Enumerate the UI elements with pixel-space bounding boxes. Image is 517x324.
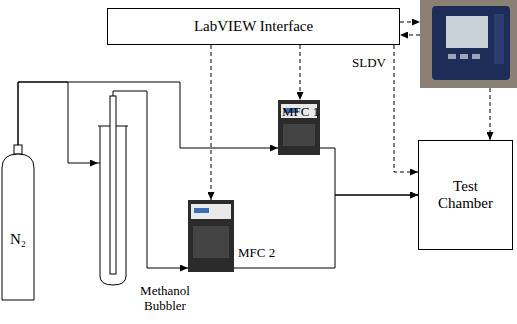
sldv-button	[460, 54, 468, 59]
box-label: LabVIEW Interface	[194, 18, 313, 35]
sldv-instrument: SLDV	[420, 0, 517, 88]
gas-cylinder	[2, 154, 34, 300]
bubbler-inlet	[98, 163, 100, 164]
signal-line	[394, 45, 418, 172]
part-label: N₂	[0, 231, 36, 248]
part-label: SLDV	[352, 56, 449, 71]
signal-line	[400, 35, 420, 36]
gas-line	[113, 91, 188, 268]
part-label: Methanol Bubbler	[132, 284, 198, 314]
sldv-screen	[446, 16, 488, 48]
mfc-face	[193, 226, 229, 258]
interface-box: LabVIEW Interface	[107, 8, 400, 45]
sldv-button	[472, 54, 480, 59]
mfc-face	[283, 124, 315, 146]
mfc-body	[188, 200, 234, 272]
signal-line	[400, 22, 420, 23]
mass-flow-controller: MFC 1	[278, 100, 320, 155]
methanol-bubbler: Methanol Bubbler	[98, 96, 128, 285]
gas-line	[234, 195, 418, 268]
gas-line	[18, 82, 98, 163]
part-label: MFC 1	[282, 105, 324, 120]
box-label: Test Chamber	[434, 178, 498, 213]
test-chamber: Test Chamber	[418, 140, 513, 250]
sldv-button	[448, 54, 456, 59]
nitrogen-cylinder: N₂	[0, 145, 36, 302]
bubbler-inner-tube	[110, 96, 116, 274]
mfc-logo	[194, 208, 209, 213]
cylinder-valve	[14, 145, 22, 154]
part-label: MFC 2	[238, 246, 284, 261]
sldv-side	[494, 14, 504, 64]
gas-line	[18, 82, 278, 148]
gas-line	[320, 148, 418, 195]
sldv-body	[432, 6, 510, 80]
mfc-panel	[191, 204, 231, 219]
sldv-photo-ground	[420, 0, 517, 88]
signal-line	[490, 88, 491, 140]
signal-line	[300, 45, 301, 100]
mass-flow-controller: MFC 2	[188, 200, 234, 272]
signal-line	[211, 45, 212, 200]
